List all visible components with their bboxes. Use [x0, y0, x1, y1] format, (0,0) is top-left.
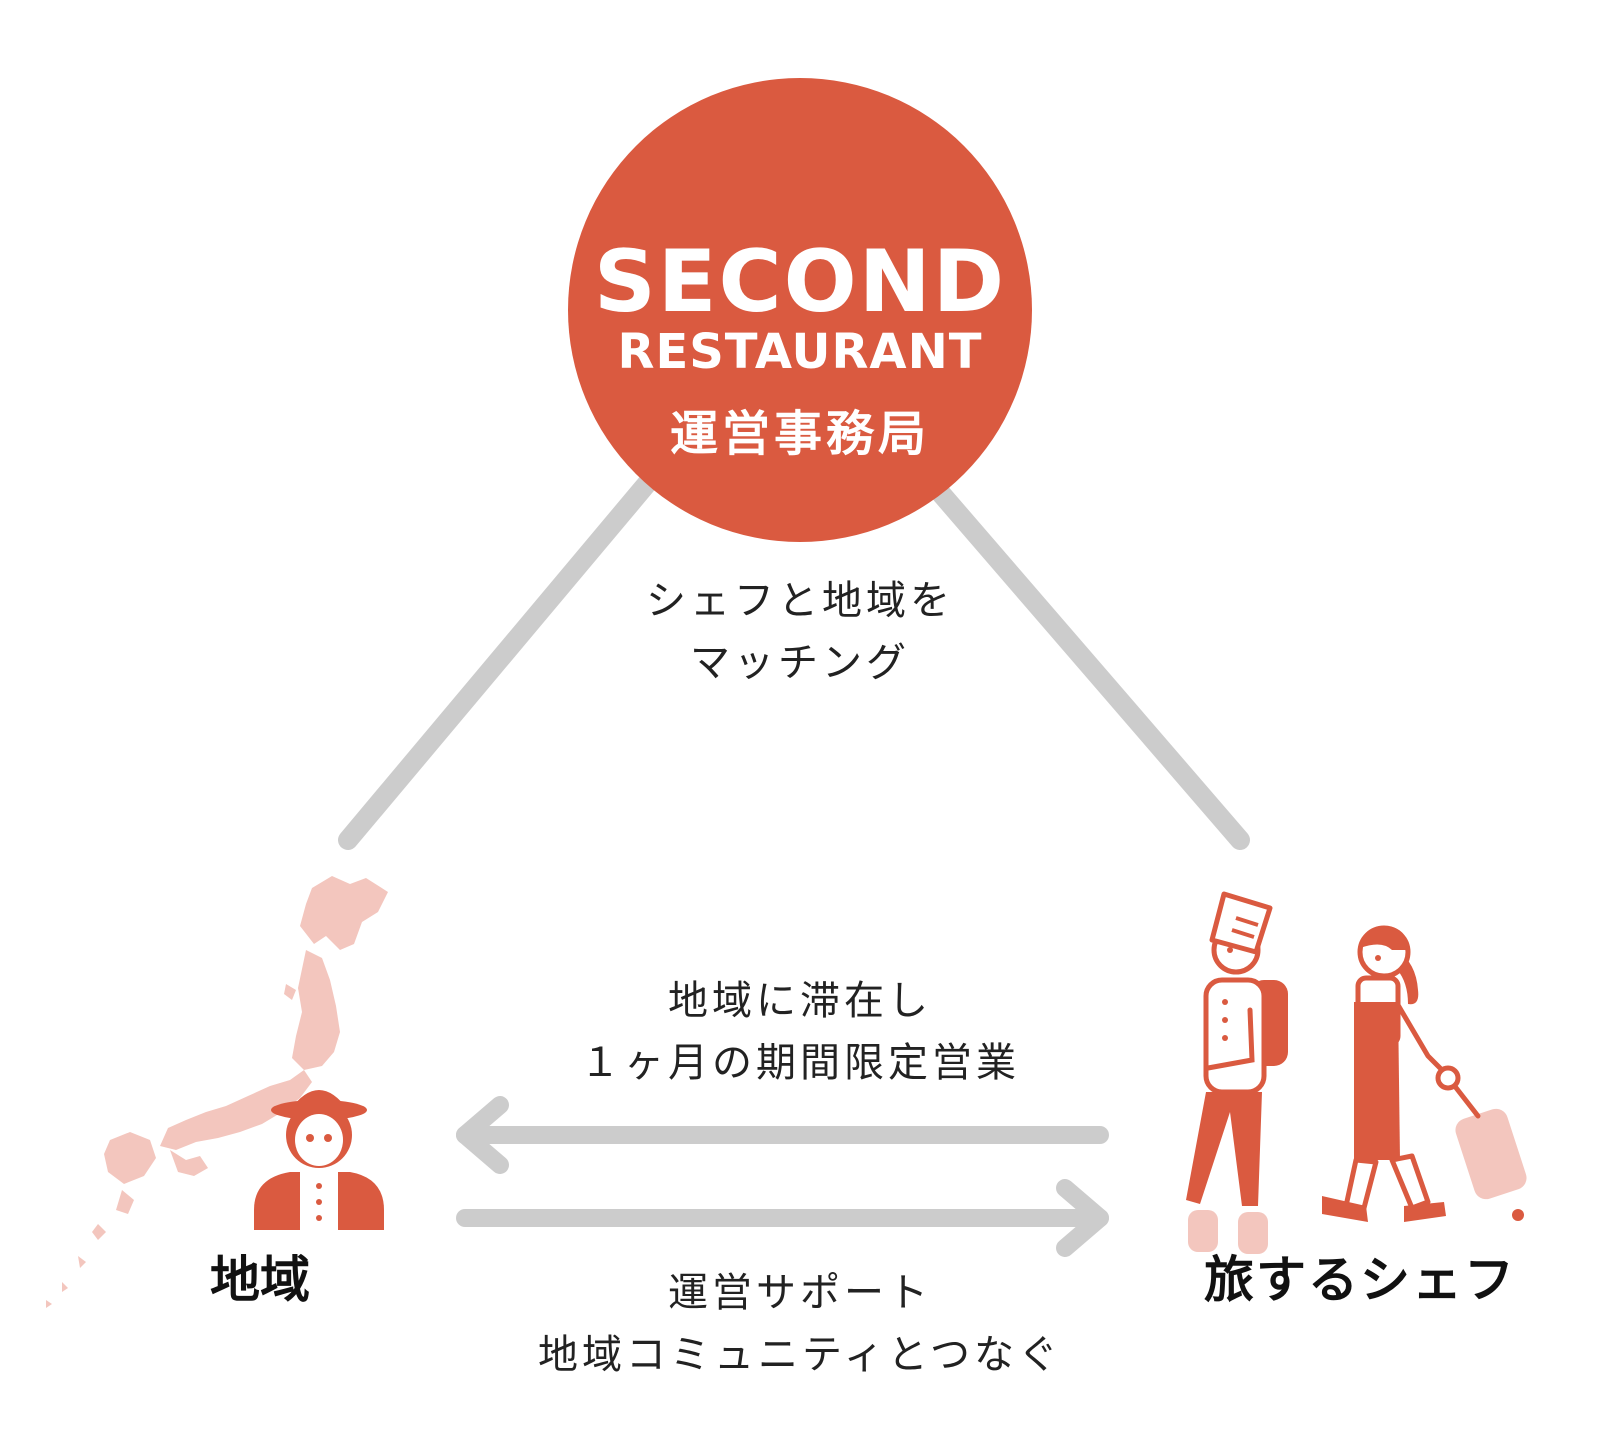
- office-circle: [568, 78, 1032, 542]
- logo-second: SECOND: [593, 232, 1007, 332]
- matching-label: シェフと地域を マッチング: [560, 570, 1040, 694]
- connector-right: [928, 480, 1250, 850]
- chef-backpack-icon: [1186, 891, 1288, 1254]
- office-label: 運営事務局: [669, 406, 930, 462]
- logo-restaurant: RESTAURANT: [617, 324, 983, 380]
- matching-line-2: マッチング: [690, 640, 910, 686]
- region-to-chef-line-1: 運営サポート: [668, 1270, 932, 1316]
- chef-node-label: 旅するシェフ: [1204, 1251, 1516, 1309]
- region-node-label: 地域: [210, 1251, 310, 1309]
- local-person-icon: [254, 1090, 384, 1230]
- traveler-suitcase-icon: [1322, 925, 1527, 1222]
- chef-to-region-line-1: 地域に滞在し: [668, 978, 932, 1024]
- japan-map-icon: [46, 876, 388, 1308]
- arrow-to-region: [456, 1096, 1109, 1174]
- connector-left: [338, 470, 660, 850]
- region-to-chef-label: 運営サポート 地域コミュニティとつなぐ: [440, 1262, 1160, 1386]
- arrow-to-chef: [456, 1179, 1109, 1257]
- matching-line-1: シェフと地域を: [646, 578, 954, 624]
- chef-to-region-label: 地域に滞在し １ヶ月の期間限定営業: [500, 970, 1100, 1094]
- region-to-chef-line-2: 地域コミュニティとつなぐ: [538, 1332, 1062, 1378]
- chef-to-region-line-2: １ヶ月の期間限定営業: [580, 1040, 1020, 1086]
